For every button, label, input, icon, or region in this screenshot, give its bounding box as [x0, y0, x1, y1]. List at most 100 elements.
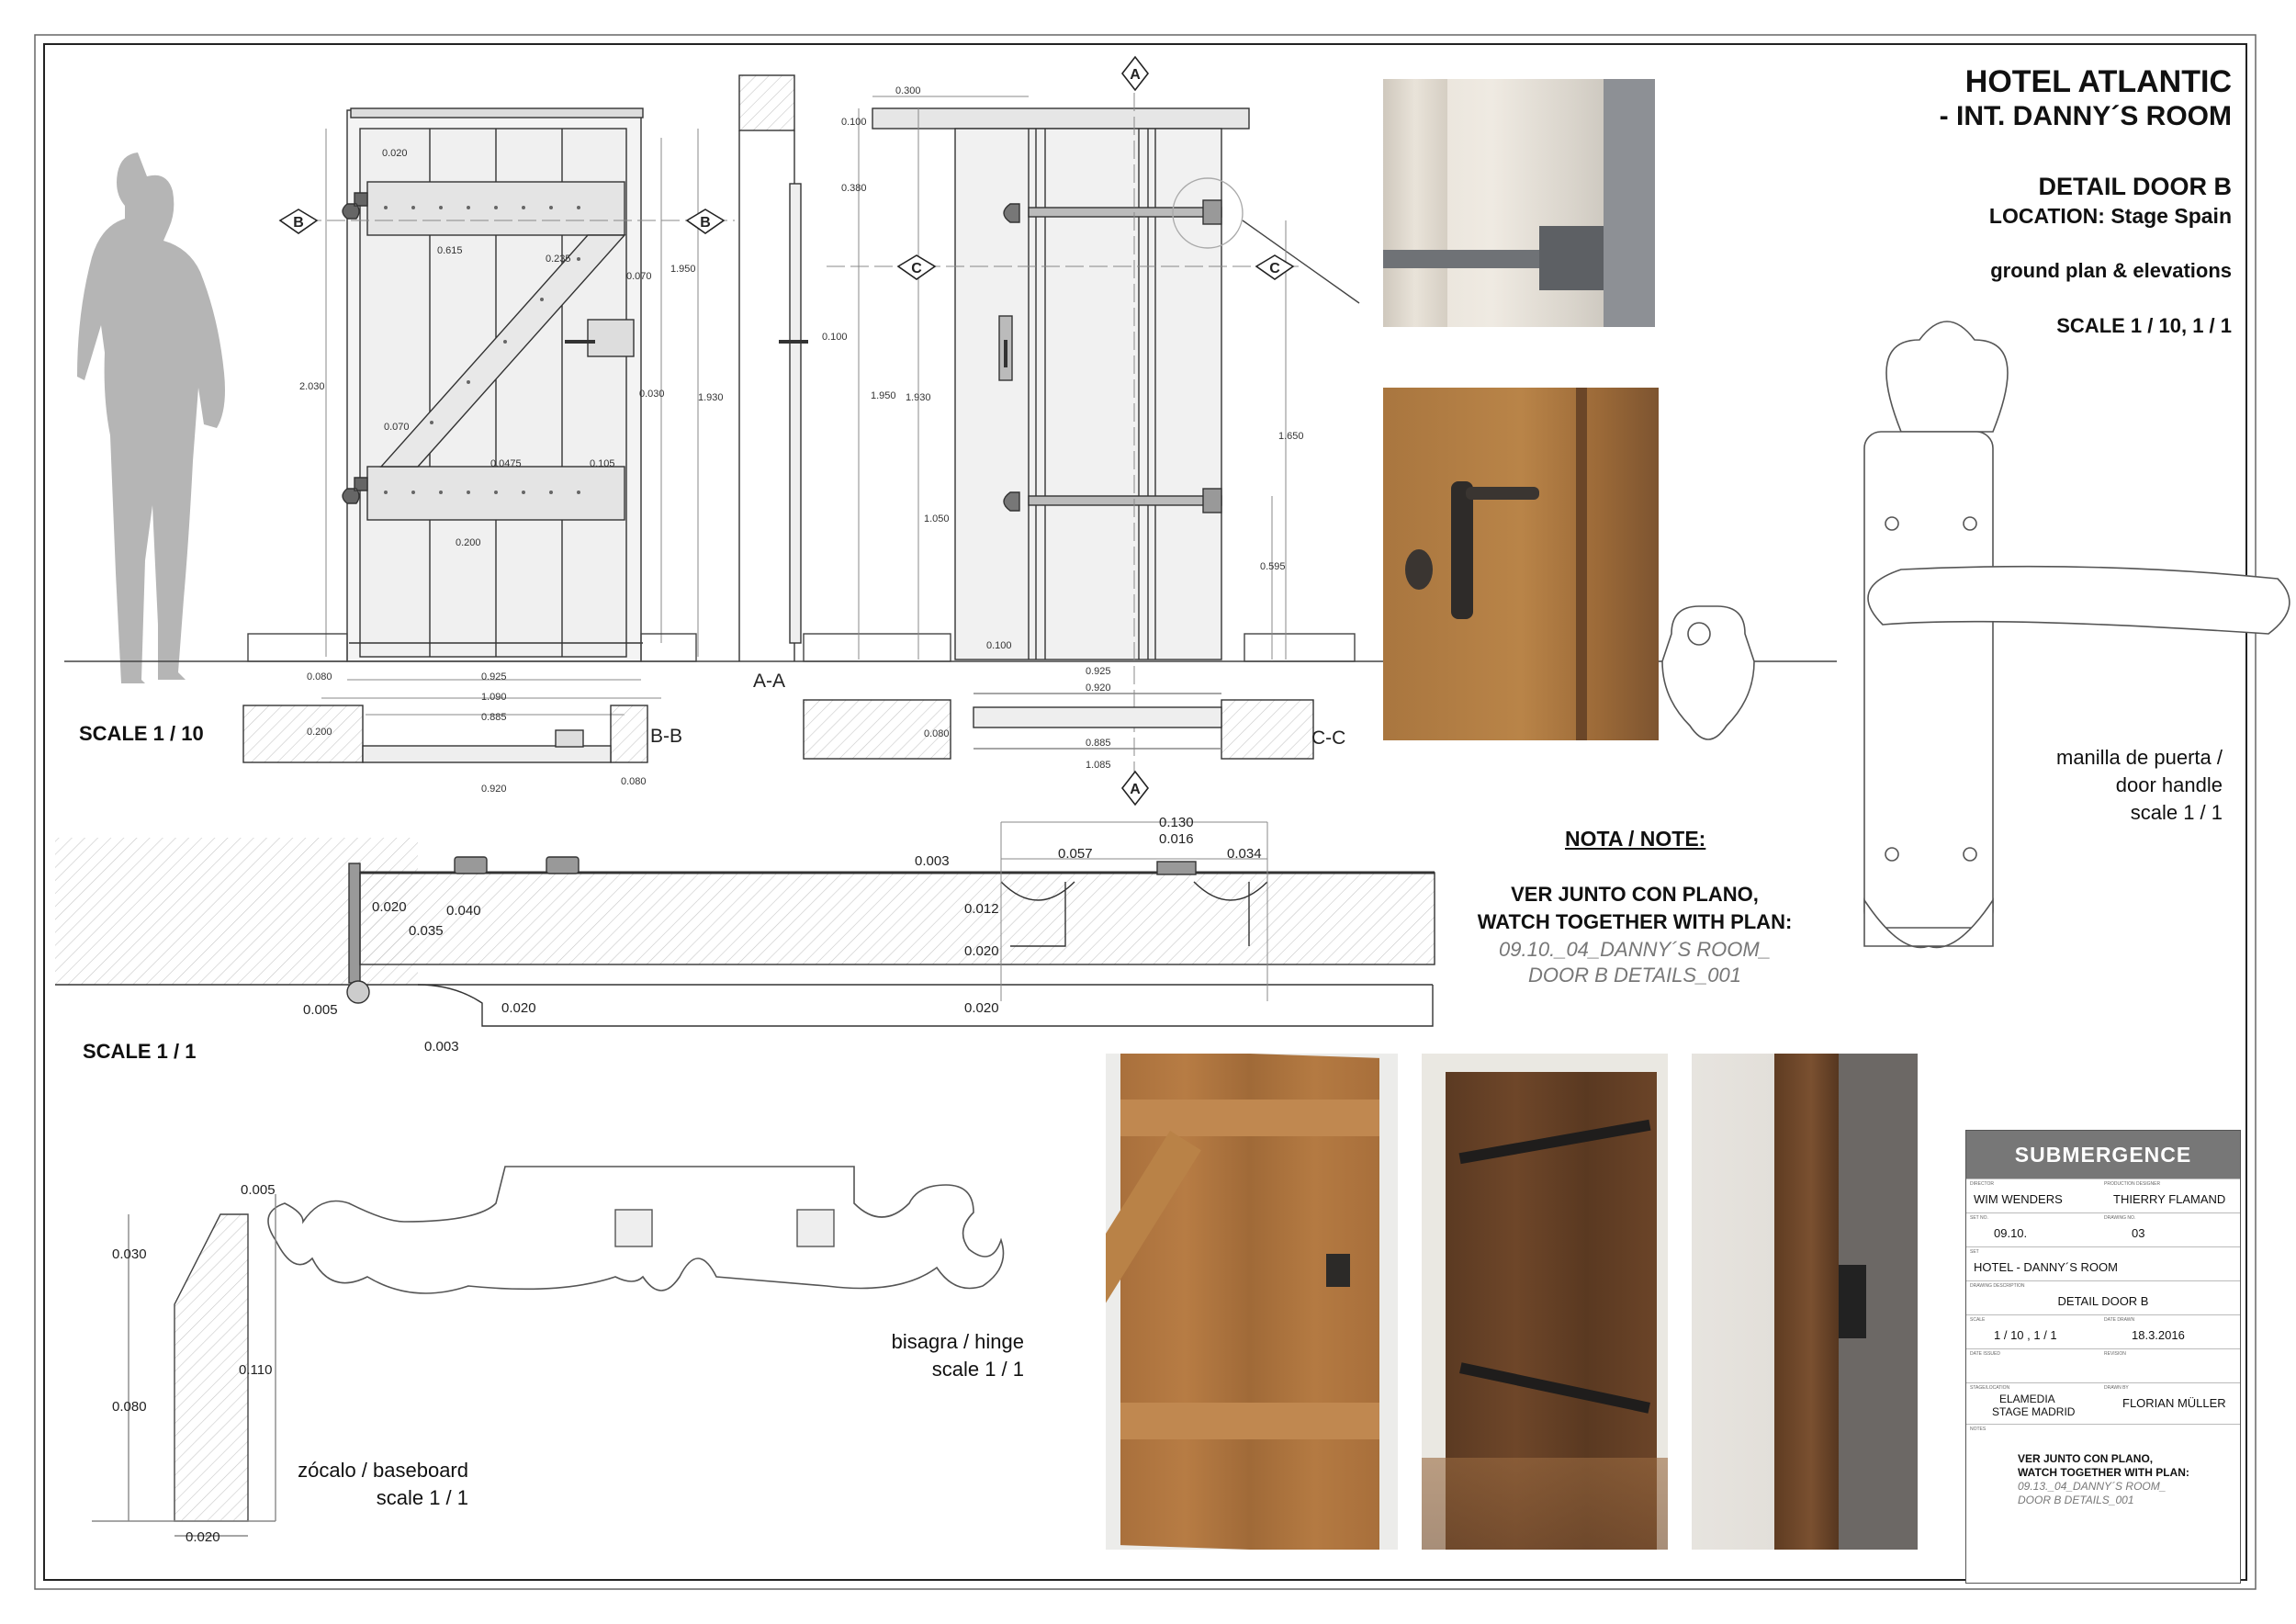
note-ref-2: DOOR B DETAILS_001	[1528, 964, 1741, 987]
section-letter: A	[1130, 67, 1141, 83]
dim-label: 0.200	[307, 727, 332, 738]
tb-designer: THIERRY FLAMAND	[2113, 1192, 2226, 1206]
tb-caption: NOTES	[1970, 1427, 1986, 1432]
tb-caption: DIRECTOR	[1970, 1181, 1995, 1187]
tb-caption: STAGE/LOCATION	[1970, 1385, 2010, 1391]
handle-label-line: door handle	[2115, 773, 2223, 796]
baseboard-label-line: zócalo / baseboard	[298, 1459, 468, 1482]
location-label: LOCATION:	[1988, 204, 2105, 228]
dim-label: 0.016	[1159, 831, 1194, 847]
tb-row-issue: DATE ISSUED REVISION	[1966, 1348, 2240, 1382]
photo-handle-closeup	[1383, 388, 1659, 740]
tb-note-line: 09.13._04_DANNY´S ROOM_	[2018, 1480, 2167, 1493]
dim-label: 0.005	[241, 1182, 276, 1198]
views-caption: ground plan & elevations	[1990, 259, 2232, 282]
tb-caption: DATE ISSUED	[1970, 1351, 2000, 1357]
plan-section-cc	[803, 693, 1314, 760]
dim-label: 0.020	[372, 899, 407, 915]
tb-caption: SET NO.	[1970, 1215, 1988, 1221]
tb-note-line: DOOR B DETAILS_001	[2018, 1494, 2134, 1506]
note-line-1: VER JUNTO CON PLANO,	[1511, 883, 1759, 906]
section-letter: B	[700, 215, 711, 231]
door-elevation-back	[872, 107, 1360, 660]
dim-label: 0.030	[112, 1246, 147, 1262]
photo-door-edge	[1692, 1054, 1918, 1550]
tb-scale: 1 / 10 , 1 / 1	[1994, 1328, 2057, 1342]
dimension-lines-detail	[1000, 821, 1268, 1001]
location-line: LOCATION: Stage Spain	[1989, 204, 2232, 229]
hinge-screw-left	[614, 1209, 653, 1247]
dim-label: 1.950	[871, 390, 896, 401]
dim-label: 0.885	[481, 712, 507, 723]
dim-label: 0.925	[1086, 666, 1111, 677]
scale-elevation: SCALE 1 / 10	[79, 722, 204, 745]
tb-row-stage: STAGE/LOCATION ELAMEDIA STAGE MADRID DRA…	[1966, 1382, 2240, 1424]
section-title-bb: B-B	[650, 726, 682, 747]
dim-label: 0.030	[639, 389, 665, 400]
dim-label: 0.003	[915, 853, 950, 869]
section-title-cc: C-C	[1311, 727, 1345, 749]
tb-set: HOTEL - DANNY´S ROOM	[1974, 1260, 2118, 1274]
tb-row-desc: DRAWING DESCRIPTION DETAIL DOOR B	[1966, 1280, 2240, 1314]
dim-label: 0.080	[924, 728, 950, 739]
dim-label: 0.020	[186, 1529, 220, 1545]
tb-caption: PRODUCTION DESIGNER	[2104, 1181, 2161, 1187]
section-letter: C	[911, 261, 922, 276]
tb-row-set: SET HOTEL - DANNY´S ROOM	[1966, 1246, 2240, 1280]
dim-label: 1.930	[698, 392, 724, 403]
outer-border	[34, 34, 2257, 1590]
dim-label: 0.110	[239, 1362, 272, 1378]
dim-label: 0.070	[626, 271, 652, 282]
hinge-label-line: scale 1 / 1	[931, 1358, 1024, 1381]
tb-row-notes: NOTES VER JUNTO CON PLANO, WATCH TOGETHE…	[1966, 1424, 2240, 1562]
dim-label: 0.925	[481, 671, 507, 682]
door-section-aa	[738, 74, 808, 661]
scale-section: SCALE 1 / 1	[83, 1040, 197, 1063]
photo-door-back	[1422, 1054, 1668, 1550]
plan-section-bb	[242, 705, 648, 763]
handle-label-line: scale 1 / 1	[2130, 801, 2223, 824]
baseboard-section	[92, 1194, 276, 1537]
dim-label: 0.200	[456, 537, 481, 548]
note-heading: NOTA / NOTE:	[1565, 827, 1706, 851]
tb-caption: SCALE	[1970, 1317, 1986, 1323]
dim-label: 1.090	[481, 692, 507, 703]
note-line-2: WATCH TOGETHER WITH PLAN:	[1477, 910, 1793, 933]
project-subtitle: - INT. DANNY´S ROOM	[1939, 101, 2232, 131]
dim-label: 0.020	[964, 1000, 999, 1016]
tb-stage-1: ELAMEDIA	[1999, 1393, 2055, 1405]
dim-label: 0.035	[409, 923, 444, 939]
dim-label: 0.080	[112, 1399, 147, 1415]
dim-label: 0.380	[841, 183, 867, 194]
dim-label: 0.080	[307, 671, 332, 682]
dim-label: 0.100	[986, 640, 1012, 651]
hinge-label-line: bisagra / hinge	[891, 1330, 1024, 1353]
door-frame-section-detail	[55, 838, 1435, 1027]
section-letter: A	[1130, 782, 1141, 797]
door-elevation-front	[342, 107, 644, 662]
tb-row-scale: SCALE 1 / 10 , 1 / 1 DATE DRAWN 18.3.201…	[1966, 1314, 2240, 1348]
dim-label: 0.080	[621, 776, 647, 787]
dim-label: 2.030	[299, 381, 325, 392]
dim-label: 0.920	[481, 784, 507, 795]
dim-label: 0.0475	[490, 458, 522, 469]
photo-door-front	[1106, 1054, 1398, 1550]
section-marker-letters: B B C C A A	[293, 67, 1280, 797]
dim-label: 1.050	[924, 513, 950, 524]
section-markers	[278, 55, 1295, 806]
dim-label: 0.057	[1058, 846, 1093, 862]
dimension-labels: 0.020 0.615 0.235 0.070 1.950 2.030 0.03…	[299, 85, 1304, 795]
detail-dimension-labels: 0.130 0.016 0.057 0.034 0.003 0.012 0.02…	[112, 815, 1262, 1545]
dim-label: 1.930	[906, 392, 931, 403]
tb-note-line: WATCH TOGETHER WITH PLAN:	[2018, 1466, 2189, 1479]
dim-label: 0.615	[437, 245, 463, 256]
dim-label: 0.105	[590, 458, 615, 469]
dim-label: 0.020	[501, 1000, 536, 1016]
drawing-detail-title: DETAIL DOOR B	[2038, 173, 2232, 200]
hinge-outline	[267, 1166, 1005, 1294]
dim-label: 0.020	[382, 148, 408, 159]
title-block: SUBMERGENCE DIRECTOR WIM WENDERS PRODUCT…	[1965, 1130, 2241, 1584]
tb-drawing-no: 03	[2132, 1226, 2145, 1240]
